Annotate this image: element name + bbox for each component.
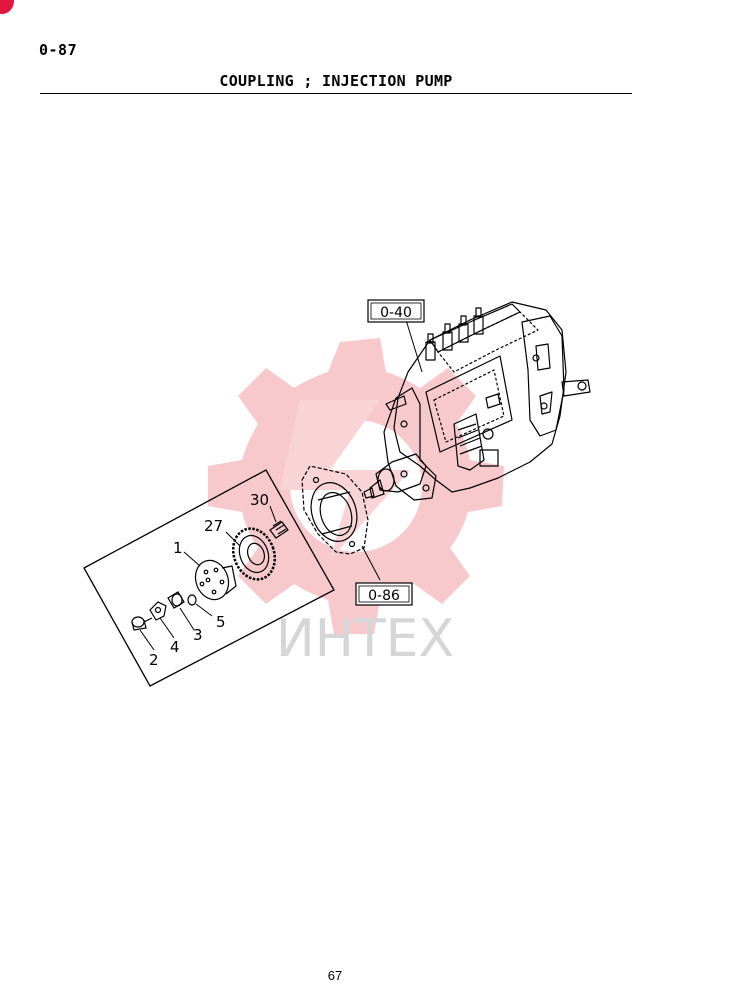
reference-0-40-label: 0-40 <box>380 305 412 321</box>
callout-30: 30 <box>250 491 269 509</box>
reference-box-0-40[interactable]: 0-40 <box>367 299 425 323</box>
lock-plate-part <box>149 601 167 621</box>
callout-1: 1 <box>173 539 183 557</box>
page-number: 67 <box>327 968 343 983</box>
callout-4: 4 <box>170 638 180 656</box>
bolt-part <box>269 520 289 539</box>
callout-27: 27 <box>204 517 223 535</box>
coupling-parts <box>131 520 289 631</box>
page-title: COUPLING ; INJECTION PUMP <box>219 72 453 90</box>
page-code: 0-87 <box>39 41 78 59</box>
callout-2: 2 <box>149 651 159 669</box>
delivery-valves <box>425 307 484 361</box>
sleeve-part <box>167 591 185 609</box>
callout-5: 5 <box>216 613 226 631</box>
reference-0-86-label: 0-86 <box>368 588 400 604</box>
coupling-parts-frame <box>83 469 335 687</box>
callout-leaders <box>139 319 423 651</box>
snap-ring-part <box>187 594 197 606</box>
watermark-text: ИНТЕХ <box>276 609 454 669</box>
flange-part <box>194 559 237 601</box>
reference-box-0-86[interactable]: 0-86 <box>355 582 413 606</box>
callout-3: 3 <box>193 626 203 644</box>
gear-part <box>231 527 277 581</box>
pump-housing-cover <box>301 465 369 555</box>
title-divider <box>40 93 632 94</box>
watermark-gear-logo <box>208 338 504 634</box>
injection-pump-body <box>363 301 591 501</box>
callout-numbers: 30 27 1 5 3 4 2 <box>149 491 269 669</box>
bolt-2-part <box>131 616 153 631</box>
